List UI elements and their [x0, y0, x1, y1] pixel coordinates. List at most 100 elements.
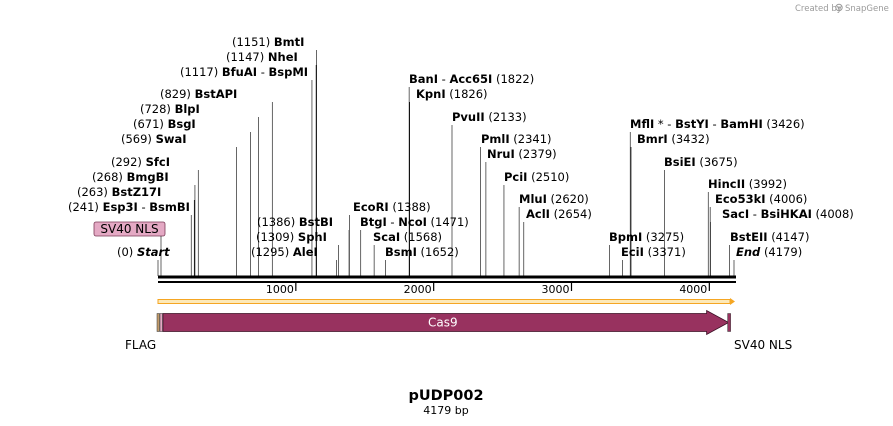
orf-track [157, 298, 735, 305]
site-name: BmgBI [127, 170, 169, 184]
site-label-bmgbi[interactable]: (268) BmgBI [92, 170, 169, 184]
site-name: PmlI [481, 132, 510, 146]
site-separator: - [749, 207, 760, 221]
site-label-bfuai-bspmi[interactable]: (1117) BfuAI - BspMI [180, 65, 308, 79]
site-label-pcii[interactable]: PciI (2510) [504, 170, 569, 184]
site-position: (2620) [551, 192, 589, 206]
site-label-btgi-ncoi[interactable]: BtgI - NcoI (1471) [360, 215, 469, 229]
site-name: End [736, 245, 761, 259]
site-position: (4179) [764, 245, 802, 259]
site-position: (1117) [180, 65, 218, 79]
site-name: BstEII [730, 230, 768, 244]
site-label-bmti[interactable]: (1151) BmtI [232, 35, 304, 49]
site-label-mlui[interactable]: MluI (2620) [519, 192, 589, 206]
site-label-blpi[interactable]: (728) BlpI [140, 102, 200, 116]
site-label-kpni[interactable]: KpnI (1826) [416, 87, 488, 101]
site-position: (3432) [671, 132, 709, 146]
site-name: BmtI [274, 35, 305, 49]
site-name: BsmI [385, 245, 417, 259]
site-name: PvuII [452, 110, 485, 124]
site-label-ecii[interactable]: EciI (3371) [621, 245, 686, 259]
site-position: (263) [77, 185, 108, 199]
feature-sv40-nls-right-box[interactable] [727, 313, 731, 332]
site-position: (1147) [226, 50, 264, 64]
site-position: (829) [160, 87, 191, 101]
site-label-bstbi[interactable]: (1386) BstBI [257, 215, 333, 229]
site-name: BsiHKAI [761, 207, 812, 221]
site-name: BspMI [269, 65, 309, 79]
site-label-alei[interactable]: (1295) AleI [251, 245, 318, 259]
site-name: BanI [409, 72, 438, 86]
snapgene-logo-icon [835, 3, 843, 12]
site-name: BamHI [720, 117, 762, 131]
feature-sv40-nls-tag[interactable] [93, 221, 166, 237]
site-position: (4006) [769, 192, 807, 206]
brand-created-by: Created by [795, 4, 842, 14]
site-label-pvuii[interactable]: PvuII (2133) [452, 110, 527, 124]
site-name: BlpI [175, 102, 200, 116]
site-label-swai[interactable]: (569) SwaI [121, 132, 187, 146]
site-name: BmrI [637, 132, 668, 146]
site-label-bsmi[interactable]: BsmI (1652) [385, 245, 459, 259]
feature-sv40-nls-right-label: SV40 NLS [734, 338, 792, 352]
site-position: (4008) [816, 207, 854, 221]
site-position: (1826) [449, 87, 487, 101]
ruler-tick-label: 1000 [266, 283, 294, 296]
feature-cas9-arrow[interactable] [162, 309, 730, 336]
site-label-bpmi[interactable]: BpmI (3275) [609, 230, 684, 244]
site-position: (3675) [699, 155, 737, 169]
site-separator: * - [654, 117, 675, 131]
site-label-saci-bsihkai[interactable]: SacI - BsiHKAI (4008) [722, 207, 854, 221]
site-position: (2133) [488, 110, 526, 124]
site-label-sphi[interactable]: (1309) SphI [256, 230, 327, 244]
site-position: (292) [111, 155, 142, 169]
site-label-ecori[interactable]: EcoRI (1388) [353, 200, 431, 214]
site-name: BsgI [168, 117, 196, 131]
site-label-scai[interactable]: ScaI (1568) [373, 230, 442, 244]
brand-name: SnapGene [845, 4, 889, 14]
site-name: BstBI [299, 215, 333, 229]
site-position: (2510) [531, 170, 569, 184]
site-label-pmli[interactable]: PmlI (2341) [481, 132, 552, 146]
site-label-sfci[interactable]: (292) SfcI [111, 155, 170, 169]
ruler-tick-label: 2000 [404, 283, 432, 296]
site-position: (1388) [392, 200, 430, 214]
site-name: BstYI [675, 117, 709, 131]
site-position: (671) [133, 117, 164, 131]
site-label-end[interactable]: End (4179) [736, 245, 802, 259]
site-label-eco53ki[interactable]: Eco53kI (4006) [715, 192, 807, 206]
site-position: (2379) [518, 147, 556, 161]
site-name: NruI [487, 147, 515, 161]
site-name: SfcI [146, 155, 170, 169]
site-label-bstz17i[interactable]: (263) BstZ17I [77, 185, 161, 199]
site-label-acli[interactable]: AclI (2654) [526, 207, 592, 221]
ruler-tick-label: 4000 [679, 283, 707, 296]
site-position: (268) [92, 170, 123, 184]
site-name: Acc65I [449, 72, 492, 86]
feature-flag-box[interactable] [156, 313, 160, 332]
site-name: PciI [504, 170, 527, 184]
site-position: (0) [117, 245, 133, 259]
site-position: (728) [140, 102, 171, 116]
orf-bar[interactable] [157, 299, 731, 304]
site-label-start[interactable]: (0) Start [117, 245, 170, 259]
site-label-bstapi[interactable]: (829) BstAPI [160, 87, 237, 101]
site-name: MluI [519, 192, 547, 206]
site-label-bsiei[interactable]: BsiEI (3675) [664, 155, 738, 169]
site-label-esp3i-bsmbi[interactable]: (241) Esp3I - BsmBI [68, 200, 190, 214]
site-label-bmri[interactable]: BmrI (3432) [637, 132, 710, 146]
site-label-bsteii[interactable]: BstEII (4147) [730, 230, 809, 244]
site-name: Start [137, 245, 170, 259]
feature-sv40-nls-left-box[interactable] [159, 313, 163, 332]
site-label-mfli-bstyi-bamhi[interactable]: MflI * - BstYI - BamHI (3426) [630, 117, 805, 131]
site-label-bani-acc65i[interactable]: BanI - Acc65I (1822) [409, 72, 534, 86]
plasmid-length: 4179 bp [423, 404, 468, 417]
site-label-nrui[interactable]: NruI (2379) [487, 147, 557, 161]
site-separator: - [438, 72, 449, 86]
site-name: Esp3I [103, 200, 138, 214]
site-label-hincii[interactable]: HincII (3992) [708, 177, 787, 191]
site-label-nhei[interactable]: (1147) NheI [226, 50, 298, 64]
site-label-bsgi[interactable]: (671) BsgI [133, 117, 196, 131]
site-name: NcoI [398, 215, 427, 229]
